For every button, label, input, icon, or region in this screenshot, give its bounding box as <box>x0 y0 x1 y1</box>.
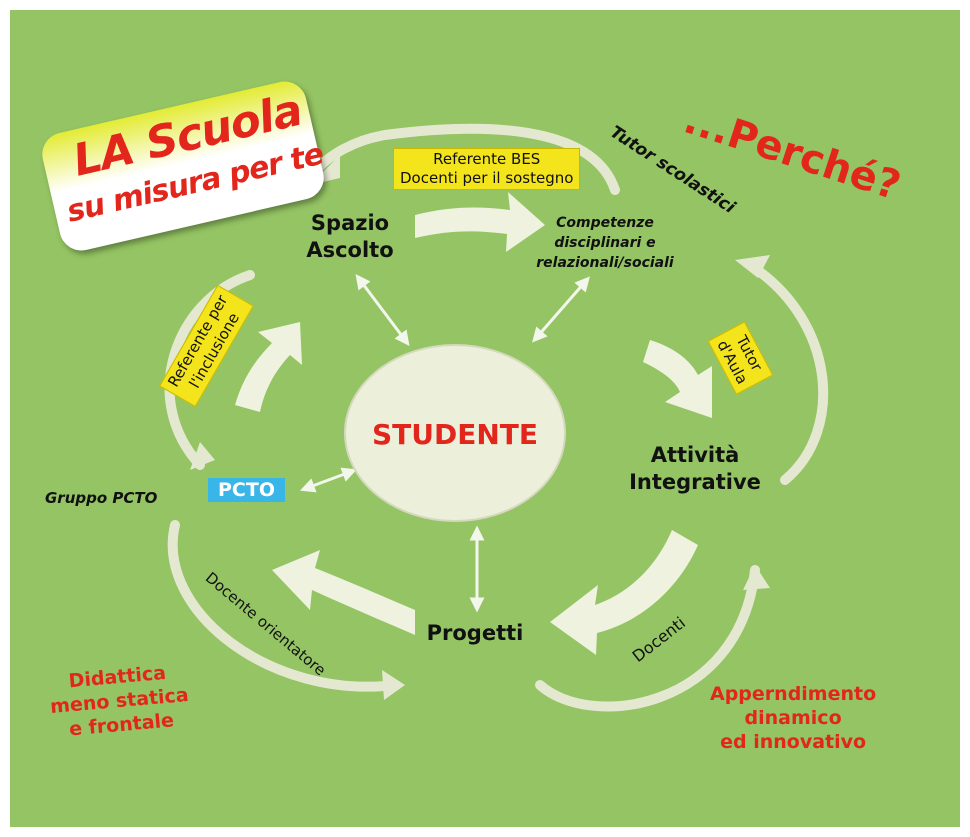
apprendimento-note: Apperndimento dinamico ed innovativo <box>710 683 877 753</box>
link-spazio-studente <box>355 274 410 346</box>
diagram-canvas: LA Scuola su misura per te ...Perché? Tu… <box>10 10 960 827</box>
competenze-label: Competenze disciplinari e relazionali/so… <box>536 215 674 271</box>
arrow-competenze-to-attivita <box>643 340 712 418</box>
node-pcto: PCTO <box>208 478 285 502</box>
arrow-pcto-to-spazio <box>235 322 302 412</box>
studente-label: STUDENTE <box>371 418 539 451</box>
node-spazio-ascolto: Spazio Ascolto <box>306 211 394 262</box>
node-progetti: Progetti <box>426 621 524 645</box>
referente-bes-box: Referente BES Docenti per il sostegno <box>393 148 581 190</box>
arrow-attivita-to-progetti <box>550 530 698 655</box>
didattica-note: Didattica meno statica e frontale <box>49 661 190 741</box>
studente-ellipse <box>344 344 566 522</box>
cycle-arrows <box>164 123 829 712</box>
gruppo-pcto-label: Gruppo PCTO <box>45 489 158 507</box>
node-attivita-integrative: Attività Integrative <box>629 443 761 494</box>
link-competenze-studente <box>532 276 590 343</box>
arrow-progetti-to-pcto <box>272 550 415 635</box>
outer-arc-right <box>745 260 829 485</box>
outer-arc-bottom-right <box>535 565 760 712</box>
outer-arc-bottom-left <box>167 520 400 692</box>
link-pcto-studente <box>299 467 358 493</box>
outer-arc-top <box>310 123 620 195</box>
arrow-spazio-to-competenze <box>415 192 545 252</box>
